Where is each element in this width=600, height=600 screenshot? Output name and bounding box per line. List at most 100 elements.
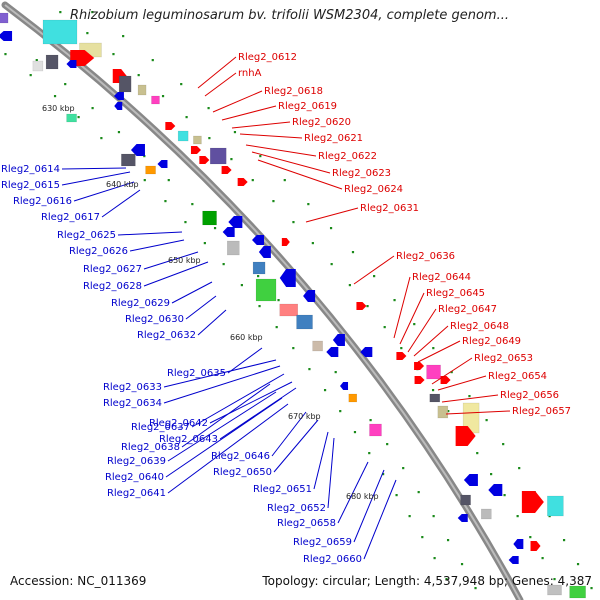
callout-line bbox=[209, 381, 293, 424]
forward-gene-label[interactable]: Rleg2_0645 bbox=[426, 288, 485, 299]
forward-gene-label[interactable]: Rleg2_0623 bbox=[332, 168, 391, 179]
reverse-gene-label[interactable]: Rleg2_0635 bbox=[167, 368, 226, 379]
guide-dot bbox=[353, 431, 357, 434]
forward-gene-label[interactable]: Rleg2_0621 bbox=[304, 133, 363, 144]
guide-dot bbox=[562, 539, 566, 542]
callout-line bbox=[327, 437, 335, 509]
reverse-gene-label[interactable]: Rleg2_0651 bbox=[253, 484, 312, 495]
guide-dot bbox=[553, 578, 556, 581]
reverse-gene-label[interactable]: Rleg2_0659 bbox=[293, 537, 352, 548]
reverse-gene-label[interactable]: Rleg2_0640 bbox=[105, 472, 164, 483]
gene-block bbox=[209, 147, 227, 165]
reverse-gene-label[interactable]: Rleg2_0629 bbox=[111, 298, 170, 309]
guide-dot bbox=[490, 473, 493, 476]
reverse-gene-label[interactable]: Rleg2_0625 bbox=[57, 230, 116, 241]
callout-line bbox=[227, 347, 263, 374]
guide-dot bbox=[308, 368, 311, 371]
reverse-gene-arrow bbox=[258, 246, 271, 258]
forward-gene-label[interactable]: Rleg2_0649 bbox=[462, 336, 521, 347]
guide-dot bbox=[251, 179, 254, 182]
reverse-gene-label[interactable]: Rleg2_0630 bbox=[125, 314, 184, 325]
reverse-gene-label[interactable]: Rleg2_0639 bbox=[107, 456, 166, 467]
guide-dot bbox=[257, 275, 260, 278]
reverse-gene-label[interactable]: Rleg2_0643 bbox=[159, 434, 218, 445]
reverse-gene-label[interactable]: Rleg2_0646 bbox=[211, 451, 270, 462]
forward-gene-label[interactable]: Rleg2_0648 bbox=[450, 321, 509, 332]
guide-dot bbox=[4, 53, 7, 56]
guide-dot bbox=[421, 536, 424, 539]
guide-dot bbox=[230, 158, 233, 161]
forward-gene-label[interactable]: Rleg2_0654 bbox=[488, 371, 547, 382]
callout-line bbox=[231, 121, 291, 129]
forward-gene-label[interactable]: Rleg2_0620 bbox=[292, 117, 351, 128]
reverse-gene-arrow bbox=[222, 227, 235, 237]
forward-gene-label[interactable]: rnhA bbox=[238, 68, 262, 79]
gene-block bbox=[426, 364, 441, 380]
callout-line bbox=[197, 309, 227, 336]
forward-gene-label[interactable]: Rleg2_0647 bbox=[438, 304, 497, 315]
callout-line bbox=[407, 308, 437, 353]
forward-gene-label[interactable]: Rleg2_0631 bbox=[360, 203, 419, 214]
kbp-tick-label: 640 kbp bbox=[106, 180, 139, 189]
forward-gene-arrow bbox=[190, 146, 201, 154]
forward-gene-arrow bbox=[521, 491, 544, 513]
guide-dot bbox=[393, 299, 396, 302]
gene-block bbox=[177, 130, 189, 142]
forward-gene-label[interactable]: Rleg2_0644 bbox=[412, 272, 471, 283]
forward-gene-label[interactable]: Rleg2_0636 bbox=[396, 251, 455, 262]
reverse-gene-label[interactable]: Rleg2_0627 bbox=[83, 264, 142, 275]
map-title: Rhizobium leguminosarum bv. trifolii WSM… bbox=[70, 8, 509, 23]
reverse-gene-arrow bbox=[114, 102, 123, 110]
reverse-gene-label[interactable]: Rleg2_0616 bbox=[13, 196, 72, 207]
forward-gene-label[interactable]: Rleg2_0624 bbox=[344, 184, 403, 195]
guide-dot bbox=[59, 11, 62, 14]
callout-line bbox=[73, 181, 135, 202]
reverse-gene-label[interactable]: Rleg2_0642 bbox=[149, 418, 208, 429]
forward-gene-label[interactable]: Rleg2_0653 bbox=[474, 353, 533, 364]
reverse-gene-label[interactable]: Rleg2_0628 bbox=[83, 281, 142, 292]
forward-gene-label[interactable]: Rleg2_0657 bbox=[512, 406, 571, 417]
gene-block bbox=[481, 508, 492, 520]
gene-block bbox=[32, 60, 44, 72]
gene-block bbox=[45, 54, 59, 70]
guide-dot bbox=[91, 107, 94, 110]
reverse-gene-label[interactable]: Rleg2_0634 bbox=[103, 398, 162, 409]
guide-dot bbox=[474, 587, 477, 590]
callout-line bbox=[167, 391, 277, 462]
guide-dot bbox=[548, 515, 551, 518]
guide-dot bbox=[112, 53, 115, 56]
callout-line bbox=[143, 251, 199, 270]
callout-line bbox=[445, 410, 511, 415]
forward-gene-label[interactable]: Rleg2_0619 bbox=[278, 101, 337, 112]
reverse-gene-label[interactable]: Rleg2_0617 bbox=[41, 212, 100, 223]
reverse-gene-label[interactable]: Rleg2_0632 bbox=[137, 330, 196, 341]
forward-gene-label[interactable]: Rleg2_0656 bbox=[500, 390, 559, 401]
forward-gene-label[interactable]: Rleg2_0622 bbox=[318, 151, 377, 162]
gene-block bbox=[460, 494, 471, 506]
callout-line bbox=[441, 394, 499, 403]
reverse-gene-label[interactable]: Rleg2_0650 bbox=[213, 467, 272, 478]
reverse-gene-label[interactable]: Rleg2_0658 bbox=[277, 518, 336, 529]
forward-gene-label[interactable]: Rleg2_0612 bbox=[238, 52, 297, 63]
reverse-gene-label[interactable]: Rleg2_0638 bbox=[121, 442, 180, 453]
gene-block bbox=[569, 585, 586, 599]
guide-dot bbox=[417, 491, 420, 494]
gene-block bbox=[252, 261, 266, 275]
forward-gene-label[interactable]: Rleg2_0618 bbox=[264, 86, 323, 97]
reverse-gene-label[interactable]: Rleg2_0660 bbox=[303, 554, 362, 565]
reverse-gene-label[interactable]: Rleg2_0633 bbox=[103, 382, 162, 393]
reverse-gene-label[interactable]: Rleg2_0615 bbox=[1, 180, 60, 191]
callout-line bbox=[219, 387, 297, 440]
topology-summary: Topology: circular; Length: 4,537,948 bp… bbox=[262, 574, 592, 588]
reverse-gene-label[interactable]: Rleg2_0641 bbox=[107, 488, 166, 499]
gene-block bbox=[547, 584, 562, 596]
reverse-gene-label[interactable]: Rleg2_0614 bbox=[1, 164, 60, 175]
guide-dot bbox=[351, 251, 355, 254]
forward-gene-arrow bbox=[356, 302, 367, 310]
reverse-gene-label[interactable]: Rleg2_0626 bbox=[69, 246, 128, 257]
reverse-gene-label[interactable]: Rleg2_0637 bbox=[131, 422, 190, 433]
callout-line bbox=[257, 159, 343, 190]
guide-dot bbox=[485, 419, 488, 422]
reverse-gene-label[interactable]: Rleg2_0652 bbox=[267, 503, 326, 514]
